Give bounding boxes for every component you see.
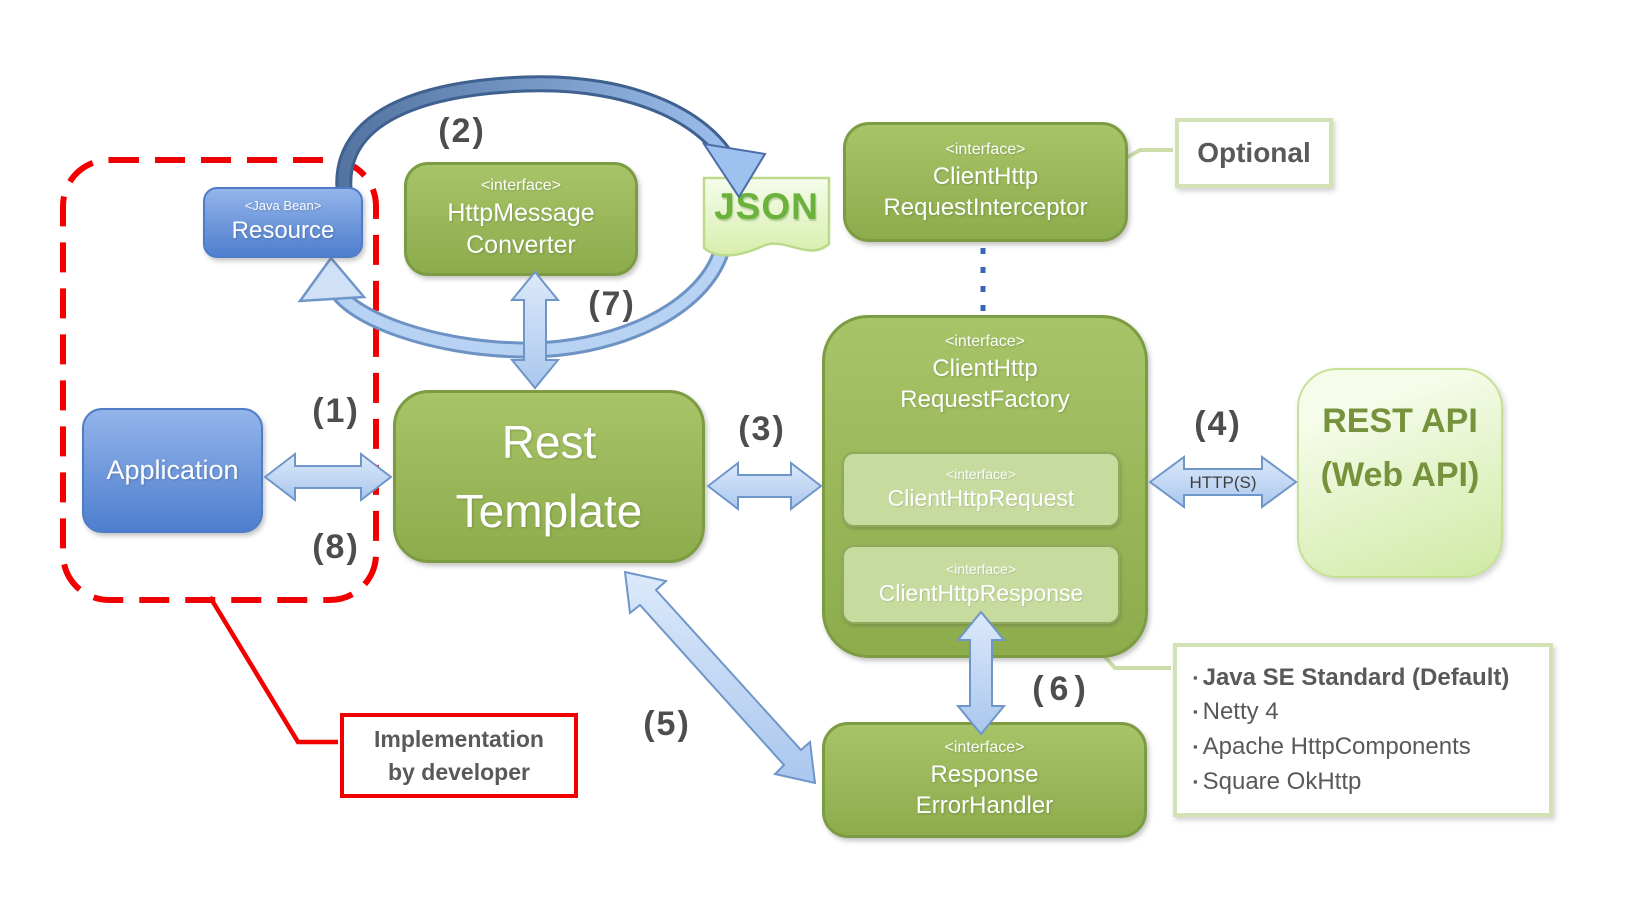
optional-note-text: Optional [1197, 137, 1311, 168]
step-2-label: (2) [438, 112, 486, 150]
rest-template-box: Rest Template [393, 390, 705, 563]
client-http-response-name: ClientHttpResponse [878, 579, 1084, 606]
bullet-icon: ▪ [1193, 704, 1198, 720]
arrow-application-resttemplate [263, 451, 393, 503]
json-label: JSON [714, 186, 819, 227]
list-item-apache: ▪Apache HttpComponents [1193, 733, 1471, 760]
client-http-request-stereotype: <interface> [945, 466, 1017, 483]
implementation-line2: by developer [388, 758, 530, 785]
resource-stereotype: <Java Bean> [244, 198, 322, 214]
step-4-label: (4) [1194, 405, 1242, 443]
deserialize-arrowhead [297, 255, 367, 303]
factory-line1: ClientHttp [932, 354, 1038, 382]
error-handler-line1: Response [930, 761, 1039, 789]
bullet-icon: ▪ [1193, 669, 1198, 685]
bullet-icon: ▪ [1193, 739, 1198, 754]
bullet-icon: ▪ [1193, 773, 1198, 789]
client-http-response-box: <interface> ClientHttpResponse [842, 545, 1120, 624]
rest-template-line1: Rest [501, 415, 597, 468]
list-item-netty: ▪Netty 4 [1193, 698, 1279, 726]
arrow-resttemplate-converter [509, 270, 561, 390]
response-error-handler-box: <interface> Response ErrorHandler [822, 722, 1147, 838]
client-http-response-stereotype: <interface> [945, 561, 1017, 578]
client-http-request-name: ClientHttpRequest [887, 484, 1075, 511]
list-item-okhttp: ▪Square OkHttp [1193, 767, 1362, 795]
converter-stereotype: <interface> [480, 177, 562, 195]
converter-line1: HttpMessage [447, 198, 595, 227]
rest-api-line2: (Web API) [1320, 456, 1480, 495]
factory-line2: RequestFactory [900, 385, 1070, 413]
implementation-line1: Implementation [374, 726, 544, 753]
converter-line2: Converter [466, 231, 576, 260]
step-1-label: (1) [312, 392, 360, 430]
error-handler-stereotype: <interface> [944, 739, 1025, 757]
json-document-icon: JSON [702, 176, 831, 260]
interceptor-line1: ClientHttp [932, 163, 1039, 191]
interceptor-stereotype: <interface> [945, 141, 1026, 159]
arrow-resttemplate-factory [706, 460, 823, 512]
step-3-label: (3) [738, 410, 786, 448]
step-5-label: (5) [643, 705, 691, 743]
factory-stereotype: <interface> [944, 333, 1026, 350]
client-http-request-interceptor-box: <interface> ClientHttp RequestIntercepto… [843, 122, 1128, 242]
list-item-java-se: ▪Java SE Standard (Default) [1193, 663, 1510, 691]
rest-api-line1: REST API [1322, 402, 1478, 440]
step-7-label: (7) [588, 285, 636, 323]
http-message-converter-box: <interface> HttpMessage Converter [404, 162, 638, 276]
step-8-label: (8) [312, 528, 360, 566]
arrow-resttemplate-errorhandler [623, 570, 817, 785]
http-protocol-label: HTTP(S) [1189, 473, 1257, 492]
interceptor-line2: RequestInterceptor [883, 194, 1088, 222]
rest-template-line2: Template [455, 484, 643, 537]
application-box: Application [82, 408, 263, 533]
optional-note-box: Optional [1175, 118, 1333, 188]
client-http-request-box: <interface> ClientHttpRequest [842, 452, 1120, 527]
developer-scope-callout-line [208, 595, 338, 745]
step-6-label: (6) [1032, 670, 1092, 708]
error-handler-line2: ErrorHandler [915, 792, 1054, 820]
rest-api-box: REST API (Web API) [1297, 368, 1503, 578]
resource-name: Resource [231, 217, 335, 245]
implementation-note-box: Implementation by developer [340, 713, 578, 798]
application-name: Application [106, 454, 239, 485]
factory-implementations-list-box: ▪Java SE Standard (Default) ▪Netty 4 ▪Ap… [1173, 643, 1553, 817]
resource-box: <Java Bean> Resource [203, 187, 363, 258]
